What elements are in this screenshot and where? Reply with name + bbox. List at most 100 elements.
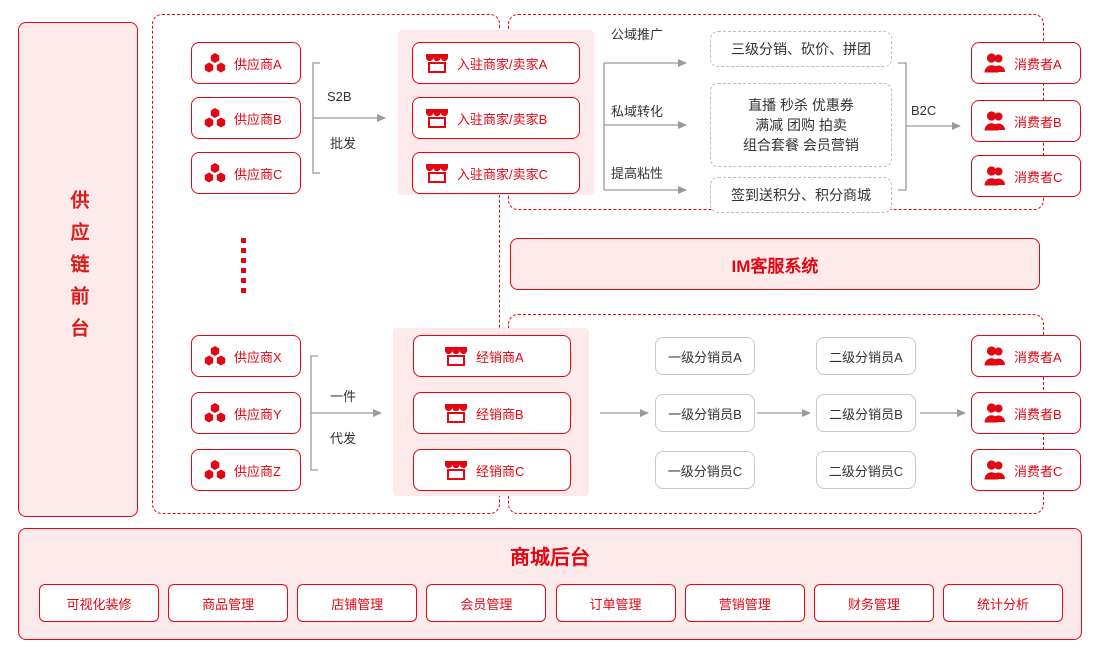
backend-button-member-management[interactable]: 会员管理: [426, 584, 547, 622]
hexagon-cluster-icon: [204, 346, 226, 366]
dealer-label: 经销商A: [476, 349, 524, 365]
backend-button-label: 财务管理: [847, 596, 900, 612]
wholesale-label: 批发: [330, 136, 357, 151]
dropship-label-top: 一件: [330, 389, 357, 404]
users-icon: [984, 346, 1005, 366]
supplier-label: 供应商Y: [234, 406, 282, 422]
consumer-label: 消费者B: [1014, 406, 1062, 422]
channel-label-private-conversion: 私域转化: [611, 104, 664, 119]
backend-button-store-management[interactable]: 店铺管理: [297, 584, 418, 622]
dealer-box-c[interactable]: 经销商C: [413, 449, 571, 491]
level2-distributor-label: 二级分销员A: [829, 349, 903, 365]
consumer-box-a-bottom[interactable]: 消费者A: [971, 335, 1081, 377]
marketing-box-points[interactable]: 签到送积分、积分商城: [710, 177, 892, 213]
users-icon: [984, 403, 1005, 423]
channel-label-public-promotion: 公域推广: [611, 27, 664, 42]
marketing-box-promotions[interactable]: 直播 秒杀 优惠券 满减 团购 拍卖 组合套餐 会员营销: [710, 83, 892, 167]
consumer-box-c-bottom[interactable]: 消费者C: [971, 449, 1081, 491]
backend-button-label: 统计分析: [976, 596, 1029, 612]
consumer-label: 消费者A: [1014, 56, 1062, 72]
supplier-box-y[interactable]: 供应商Y: [191, 392, 301, 434]
shop-icon: [426, 109, 448, 128]
backend-button-marketing-management[interactable]: 营销管理: [684, 584, 805, 622]
im-customer-service-label: IM客服系统: [731, 256, 819, 276]
level1-distributor-c[interactable]: 一级分销员C: [655, 451, 755, 489]
shop-icon: [445, 461, 467, 480]
supplier-label: 供应商A: [234, 56, 282, 72]
level2-distributor-label: 二级分销员B: [829, 406, 903, 422]
shop-icon: [426, 54, 448, 73]
supplier-ellipsis-dots: [241, 238, 249, 294]
marketing-box-line: 签到送积分、积分商城: [731, 186, 871, 203]
level2-distributor-b[interactable]: 二级分销员B: [816, 394, 916, 432]
backend-button-order-management[interactable]: 订单管理: [555, 584, 676, 622]
backend-button-label: 店铺管理: [331, 596, 384, 612]
supplier-box-z[interactable]: 供应商Z: [191, 449, 301, 491]
backend-button-visual-decoration[interactable]: 可视化装修: [39, 584, 159, 622]
mall-backend-panel: 商城后台 可视化装修 商品管理 店铺管理 会员管理 订单管理 营销管理 财务管理…: [18, 528, 1082, 640]
level1-distributor-label: 一级分销员B: [668, 406, 742, 422]
dealer-label: 经销商B: [476, 406, 524, 422]
b2c-label: B2C: [911, 103, 937, 118]
marketing-box-line: 组合套餐 会员营销: [743, 137, 859, 154]
supplier-label: 供应商Z: [234, 463, 281, 479]
consumer-label: 消费者B: [1014, 114, 1062, 130]
shop-icon: [445, 347, 467, 366]
consumer-label: 消费者A: [1014, 349, 1062, 365]
users-icon: [984, 111, 1005, 131]
backend-button-product-management[interactable]: 商品管理: [168, 584, 289, 622]
dropship-label-bottom: 代发: [330, 431, 357, 446]
supplier-label: 供应商X: [234, 349, 282, 365]
marketing-box-line: 满减 团购 拍卖: [755, 116, 847, 133]
s2b-label: S2B: [327, 89, 352, 104]
level1-distributor-b[interactable]: 一级分销员B: [655, 394, 755, 432]
backend-button-label: 商品管理: [202, 596, 255, 612]
level2-distributor-c[interactable]: 二级分销员C: [816, 451, 916, 489]
backend-button-finance-management[interactable]: 财务管理: [813, 584, 934, 622]
merchant-label: 入驻商家/卖家B: [457, 111, 548, 127]
dealer-label: 经销商C: [476, 463, 525, 479]
hexagon-cluster-icon: [204, 53, 226, 73]
merchant-box-c[interactable]: 入驻商家/卖家C: [412, 152, 580, 194]
hexagon-cluster-icon: [204, 403, 226, 423]
level1-distributor-a[interactable]: 一级分销员A: [655, 337, 755, 375]
supplier-merchant-dashed-container: [152, 14, 500, 514]
consumer-box-b-top[interactable]: 消费者B: [971, 100, 1081, 142]
mall-backend-button-row: 可视化装修 商品管理 店铺管理 会员管理 订单管理 营销管理 财务管理 统计分析: [39, 583, 1063, 623]
dealer-box-a[interactable]: 经销商A: [413, 335, 571, 377]
supplier-label: 供应商C: [234, 166, 283, 182]
level1-distributor-label: 一级分销员A: [668, 349, 742, 365]
consumer-box-c-top[interactable]: 消费者C: [971, 155, 1081, 197]
users-icon: [984, 460, 1005, 480]
supplier-box-b[interactable]: 供应商B: [191, 97, 301, 139]
supplier-box-a[interactable]: 供应商A: [191, 42, 301, 84]
consumer-box-a-top[interactable]: 消费者A: [971, 42, 1081, 84]
im-customer-service-bar[interactable]: IM客服系统: [510, 238, 1040, 290]
consumer-label: 消费者C: [1014, 169, 1063, 185]
marketing-box-distribution[interactable]: 三级分销、砍价、拼团: [710, 31, 892, 67]
marketing-box-line: 三级分销、砍价、拼团: [731, 40, 871, 57]
consumer-box-b-bottom[interactable]: 消费者B: [971, 392, 1081, 434]
backend-button-statistics-analysis[interactable]: 统计分析: [942, 584, 1063, 622]
dealer-box-b[interactable]: 经销商B: [413, 392, 571, 434]
consumer-label: 消费者C: [1014, 463, 1063, 479]
supplier-box-c[interactable]: 供应商C: [191, 152, 301, 194]
backend-button-label: 可视化装修: [66, 596, 132, 612]
supply-chain-frontend-panel: 供应链前台: [18, 22, 138, 517]
merchant-box-a[interactable]: 入驻商家/卖家A: [412, 42, 580, 84]
supplier-box-x[interactable]: 供应商X: [191, 335, 301, 377]
supply-chain-frontend-label: 供应链前台: [67, 189, 89, 350]
users-icon: [984, 166, 1005, 186]
hexagon-cluster-icon: [204, 460, 226, 480]
channel-label-improve-stickiness: 提高粘性: [611, 166, 664, 181]
merchant-box-b[interactable]: 入驻商家/卖家B: [412, 97, 580, 139]
backend-button-label: 订单管理: [589, 596, 642, 612]
users-icon: [984, 53, 1005, 73]
backend-button-label: 会员管理: [460, 596, 513, 612]
backend-button-label: 营销管理: [718, 596, 771, 612]
hexagon-cluster-icon: [204, 163, 226, 183]
shop-icon: [426, 164, 448, 183]
hexagon-cluster-icon: [204, 108, 226, 128]
level2-distributor-a[interactable]: 二级分销员A: [816, 337, 916, 375]
